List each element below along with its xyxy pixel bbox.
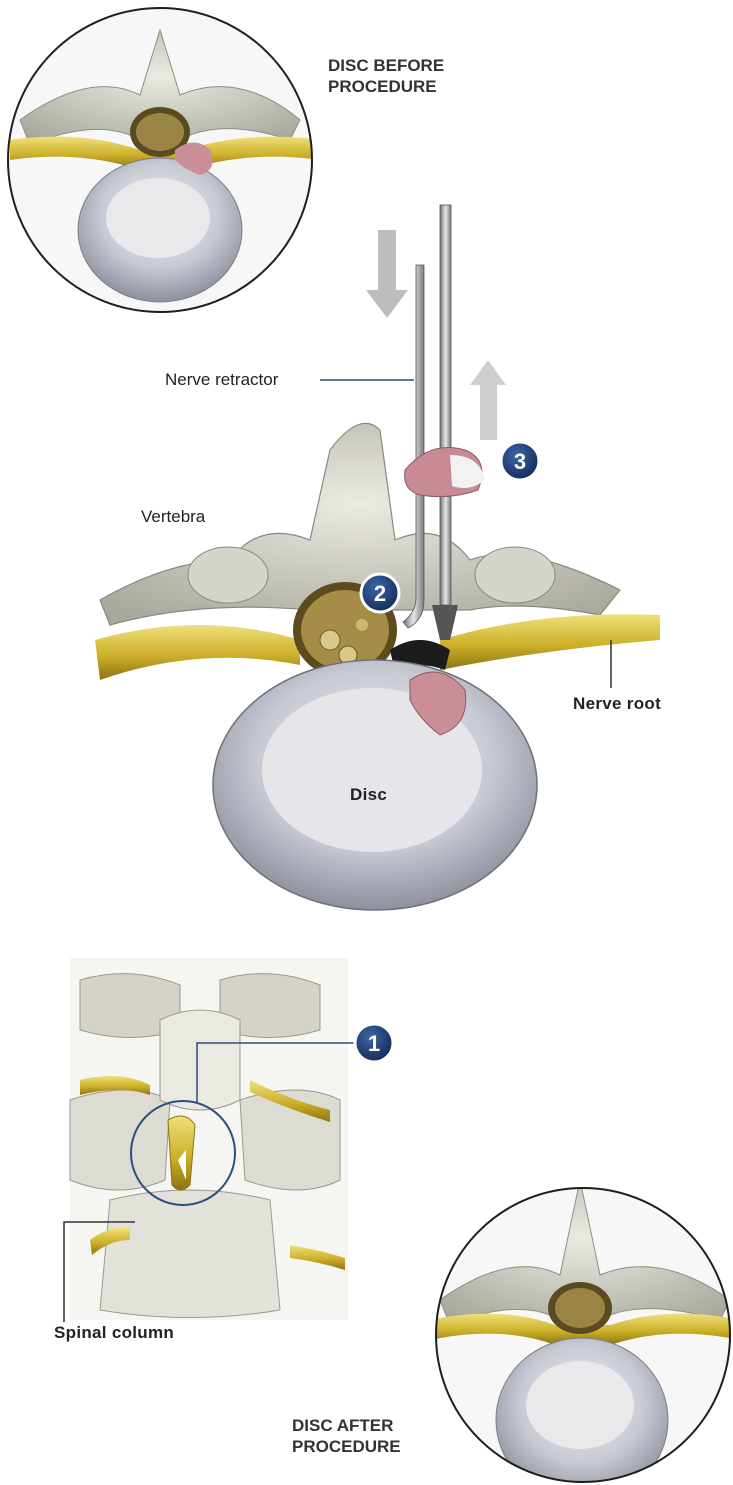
spinal-column-label: Spinal column [54, 1323, 174, 1343]
disc-after-caption-line-2: PROCEDURE [292, 1436, 401, 1457]
step-3-number: 3 [514, 449, 526, 474]
disc-before-caption-line-2: PROCEDURE [328, 76, 444, 97]
step-badge-3: 3 [501, 442, 539, 480]
disc-before-caption-line-1: DISC BEFORE [328, 55, 444, 76]
vertebra-label: Vertebra [141, 507, 205, 527]
main-vertebra-illustration [95, 423, 660, 910]
step-1-number: 1 [368, 1031, 380, 1056]
disc-label: Disc [350, 785, 387, 805]
step-2-number: 2 [374, 581, 386, 606]
step-badge-1: 1 [355, 1024, 393, 1062]
disc-before-caption: DISC BEFORE PROCEDURE [328, 55, 444, 97]
disc-before-inset [8, 8, 320, 312]
disc-after-caption-line-1: DISC AFTER [292, 1415, 401, 1436]
nerve-root-label: Nerve root [573, 694, 661, 714]
disc-after-caption: DISC AFTER PROCEDURE [292, 1415, 401, 1457]
step-badge-2: 2 [361, 574, 399, 612]
spinal-column-illustration [70, 958, 348, 1320]
nerve-retractor-label: Nerve retractor [165, 370, 278, 390]
disc-after-inset [430, 1180, 733, 1485]
